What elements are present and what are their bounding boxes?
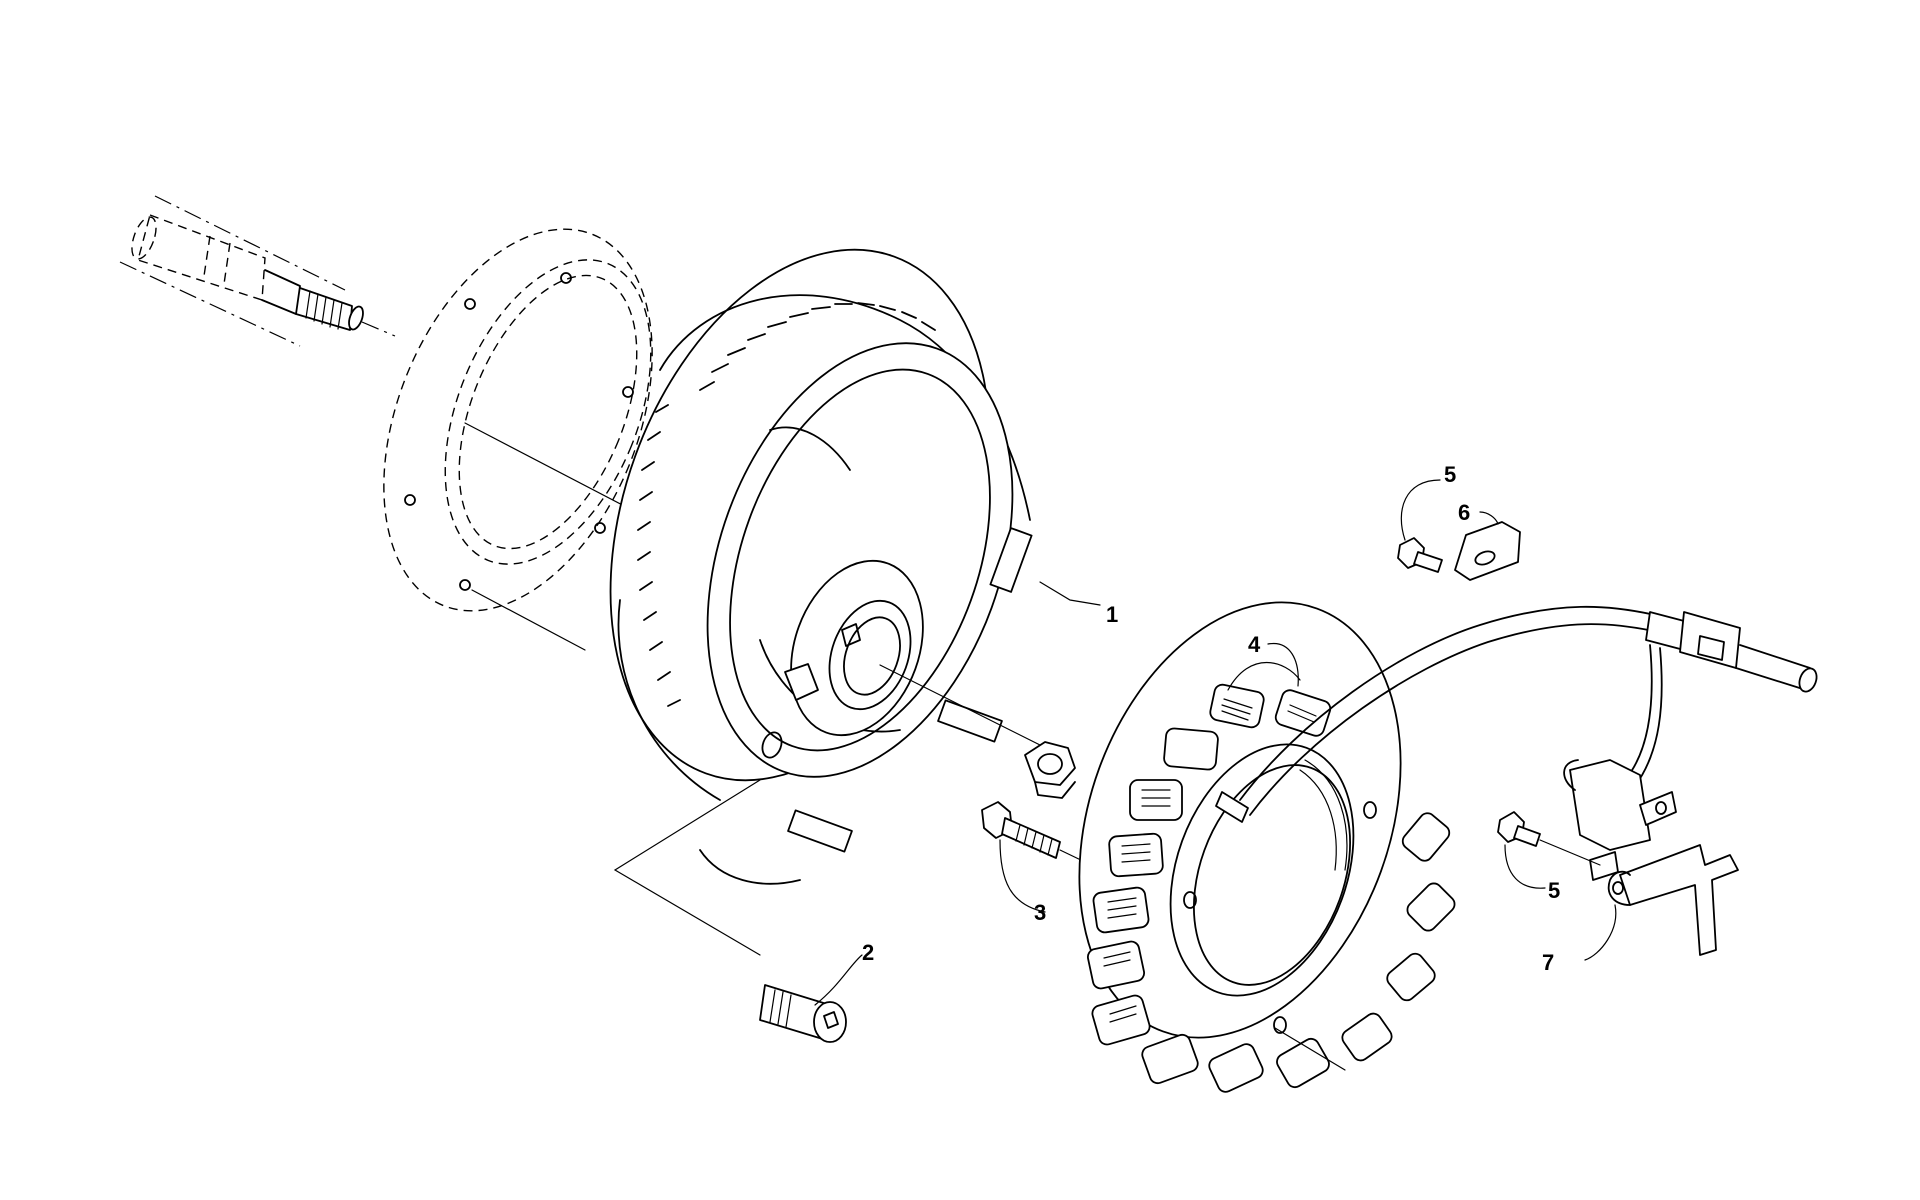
callout-6: 6 xyxy=(1458,500,1470,525)
wiring-harness-drawing xyxy=(1239,605,1818,816)
cap-screw-drawing xyxy=(613,779,863,1043)
pickup-sensor-drawing xyxy=(1563,759,1739,956)
callout-7: 7 xyxy=(1542,950,1554,975)
callout-3: 3 xyxy=(1034,900,1046,925)
sensor-screw-drawing xyxy=(1497,811,1601,889)
callout-5a: 5 xyxy=(1444,462,1456,487)
callout-4: 4 xyxy=(1248,632,1261,657)
stator-bolt-drawing xyxy=(981,801,1086,913)
crankshaft-drawing xyxy=(119,195,396,347)
callout-5b: 5 xyxy=(1548,878,1560,903)
retaining-plate-drawing xyxy=(1454,511,1521,581)
flywheel-rotor-drawing xyxy=(609,248,1033,885)
callout-2: 2 xyxy=(862,940,874,965)
plate-screw-drawing xyxy=(1397,479,1443,573)
stator-coil-drawing xyxy=(1078,601,1456,1093)
callout-1: 1 xyxy=(1106,602,1118,627)
dashed-cover-ring xyxy=(383,228,653,651)
flywheel-nut-drawing xyxy=(1024,741,1076,799)
